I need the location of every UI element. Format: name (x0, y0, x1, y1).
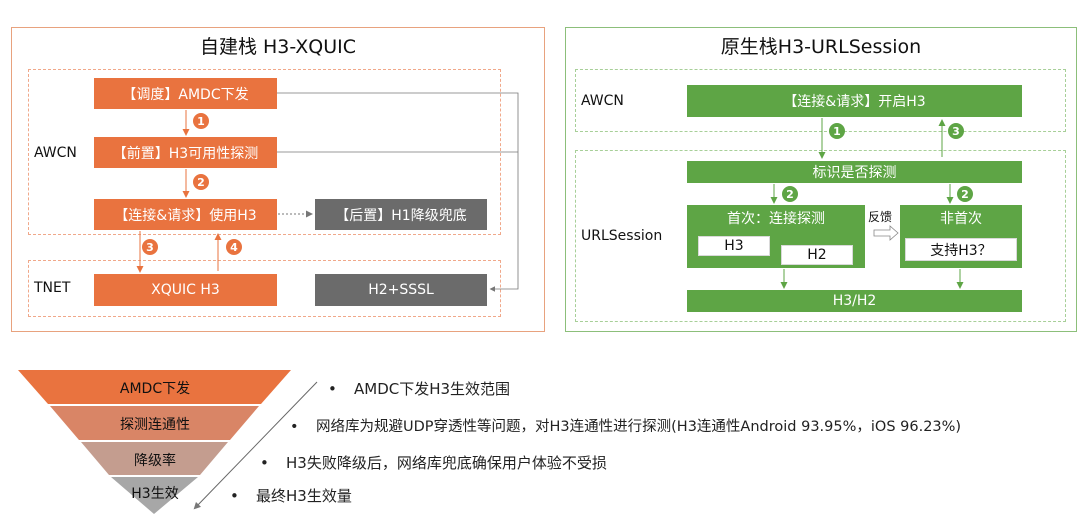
urlsession-label: URLSession (581, 228, 663, 244)
bullet-item-3: •H3失败降级后，网络库兜底确保用户体验不受损 (260, 454, 607, 472)
xquic-panel-title: 自建栈 H3-XQUIC (199, 36, 357, 58)
bullet-item-4: •最终H3生效量 (230, 487, 352, 505)
h2-sssl-box: H2+SSSL (315, 274, 487, 306)
awcn-label-left: AWCN (34, 145, 77, 161)
connect-use-h3-box: 【连接&请求】使用H3 (94, 199, 277, 230)
h3-option-box: H3 (698, 236, 770, 256)
funnel-label-probe: 探测连通性 (120, 417, 190, 433)
feedback-label: 反馈 (868, 210, 893, 224)
tnet-region (28, 260, 501, 317)
identify-probe-box: 标识是否探测 (687, 161, 1022, 183)
step-1-marker-right: 1 (829, 123, 845, 139)
step-1-marker-left: 1 (193, 113, 209, 129)
funnel-level-3 (81, 442, 228, 475)
step-2-marker-nonfirst: 2 (957, 186, 973, 202)
support-h3-box: 支持H3？ (905, 238, 1017, 261)
dispatch-box: 【调度】AMDC下发 (94, 78, 277, 109)
urlsession-region (575, 150, 1066, 322)
funnel-level-1 (18, 370, 291, 404)
funnel-label-h3-effective: H3生效 (131, 486, 179, 502)
bullet-item-1: •AMDC下发H3生效范围 (328, 380, 511, 398)
step-2-marker-first: 2 (782, 186, 798, 202)
funnel-label-amdc: AMDC下发 (119, 381, 191, 397)
tnet-label: TNET (34, 280, 71, 296)
non-first-time-label: 非首次 (940, 211, 982, 227)
funnel-level-2 (50, 406, 259, 440)
h2-option-box: H2 (781, 245, 853, 265)
awcn-label-right: AWCN (581, 93, 624, 109)
step-3-marker-right: 3 (948, 123, 964, 139)
bullet-item-2: •网络库为规避UDP穿透性等问题，对H3连通性进行探测(H3连通性Android… (290, 419, 962, 435)
xquic-h3-box: XQUIC H3 (94, 274, 277, 306)
h3-h2-result-box: H3/H2 (687, 290, 1022, 312)
funnel-level-4 (111, 477, 198, 514)
step-2-marker-left: 2 (193, 174, 209, 190)
funnel-label-downgrade: 降级率 (134, 453, 176, 469)
urlsession-panel-title: 原生栈H3-URLSession (720, 36, 922, 58)
step-3-marker-left: 3 (142, 239, 158, 255)
pre-probe-box: 【前置】H3可用性探测 (94, 137, 277, 168)
connect-enable-h3-box: 【连接&请求】开启H3 (687, 85, 1022, 117)
step-4-marker-left: 4 (226, 239, 242, 255)
first-time-probe-label: 首次：连接探测 (727, 211, 825, 227)
h1-fallback-box: 【后置】H1降级兜底 (315, 199, 487, 230)
awcn-region-right (575, 69, 1066, 132)
